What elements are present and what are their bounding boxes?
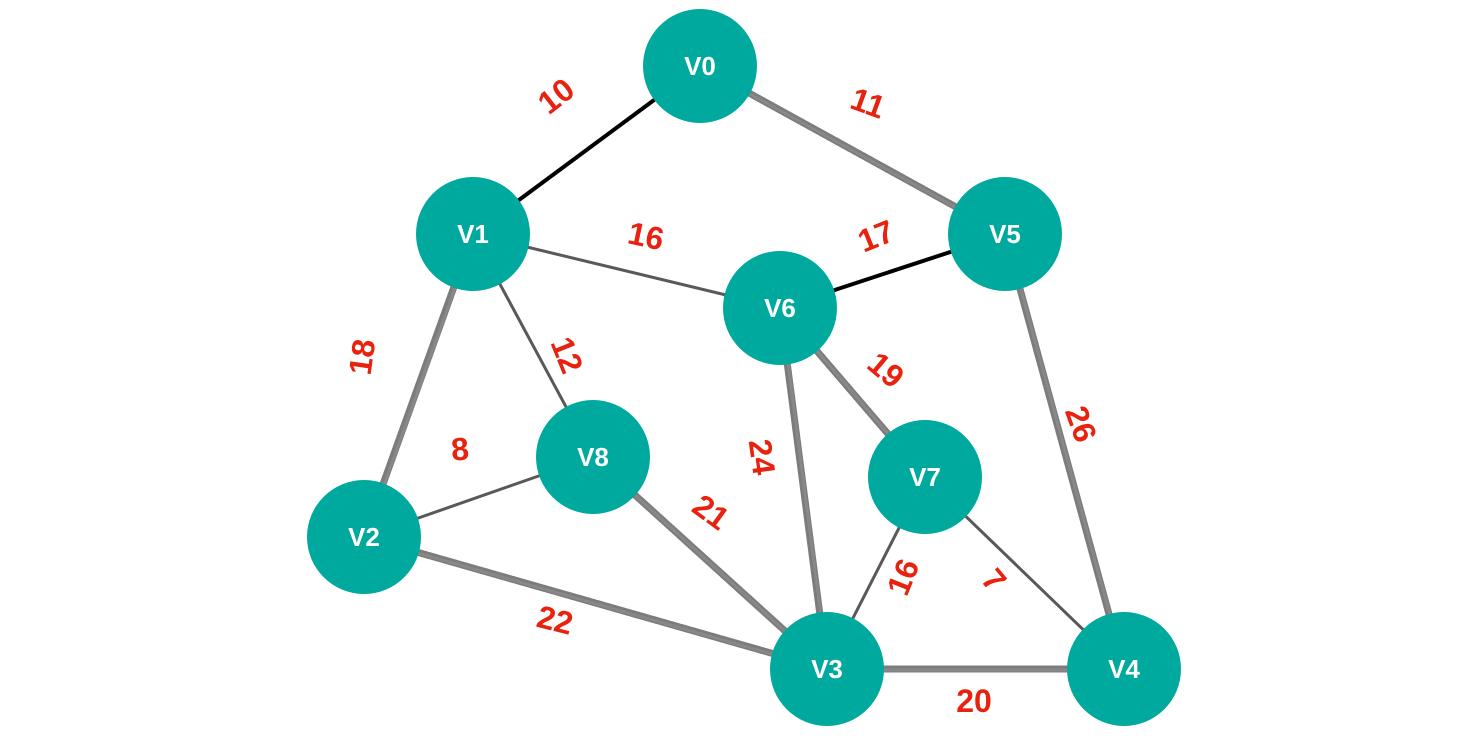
node-v3: V3 (770, 612, 884, 726)
edge-weight-v8-v2: 8 (450, 430, 470, 467)
edge-weight-v7-v4: 7 (974, 562, 1013, 599)
node-v7: V7 (868, 420, 982, 534)
edge-v5-v4 (1001, 230, 1128, 673)
node-label: V3 (811, 654, 843, 684)
node-circle (770, 612, 884, 726)
node-label: V7 (909, 462, 941, 492)
edge-weight-v6-v3: 24 (742, 437, 783, 477)
node-label: V0 (684, 51, 716, 81)
edge-weight-v3-v4: 20 (956, 683, 992, 719)
node-circle (307, 480, 421, 594)
node-label: V2 (348, 522, 380, 552)
node-label: V4 (1108, 654, 1140, 684)
node-circle (1067, 612, 1181, 726)
edge-weight-v7-v3: 16 (880, 554, 927, 600)
node-label: V1 (457, 219, 489, 249)
edge-weight-v0-v1: 10 (531, 71, 581, 121)
node-label: V5 (989, 219, 1021, 249)
node-v1: V1 (416, 177, 530, 291)
node-v5: V5 (948, 177, 1062, 291)
edge-weight-v6-v5: 17 (853, 213, 899, 260)
node-circle (868, 420, 982, 534)
node-v0: V0 (643, 9, 757, 123)
edge-weight-v1-v2: 18 (342, 337, 383, 377)
edge-weight-v0-v5: 11 (846, 80, 890, 125)
edge-weight-v2-v3: 22 (533, 598, 576, 642)
edge-weight-v1-v8: 12 (544, 332, 591, 378)
edges-layer (360, 62, 1128, 673)
node-circle (536, 400, 650, 514)
node-circle (643, 9, 757, 123)
node-circle (723, 251, 837, 365)
node-circle (948, 177, 1062, 291)
edge-v2-v3 (360, 533, 831, 673)
edge-weight-v8-v3: 21 (686, 487, 736, 537)
node-label: V6 (764, 293, 796, 323)
edge-v6-v3 (776, 304, 831, 673)
node-v8: V8 (536, 400, 650, 514)
edge-weight-v1-v6: 16 (625, 215, 667, 258)
node-circle (416, 177, 530, 291)
node-v6: V6 (723, 251, 837, 365)
node-v4: V4 (1067, 612, 1181, 726)
edge-weight-v6-v7: 19 (861, 345, 911, 395)
node-label: V8 (577, 442, 609, 472)
node-v2: V2 (307, 480, 421, 594)
